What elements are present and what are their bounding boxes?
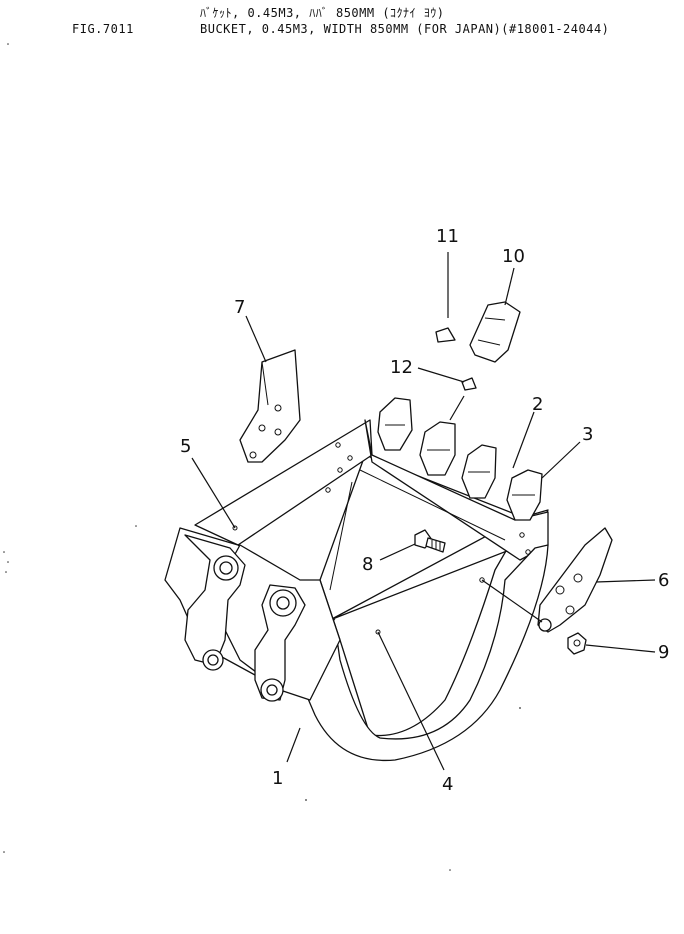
side-cutter-left bbox=[239, 349, 301, 463]
bolt bbox=[414, 529, 446, 553]
side-cutter-right bbox=[537, 527, 613, 633]
figure-number: FIG.7011 bbox=[72, 22, 134, 36]
tooth-adapters bbox=[377, 397, 543, 521]
leader-lines bbox=[191, 252, 656, 771]
callout-4: 4 bbox=[442, 774, 453, 795]
callout-3: 3 bbox=[582, 424, 593, 445]
callout-5: 5 bbox=[180, 436, 191, 457]
callout-1: 1 bbox=[272, 768, 283, 789]
nut bbox=[567, 632, 587, 655]
callout-7: 7 bbox=[234, 297, 245, 318]
bucket-body bbox=[164, 419, 549, 762]
callout-8: 8 bbox=[362, 554, 373, 575]
tooth-point bbox=[469, 301, 521, 363]
scan-specks bbox=[3, 43, 521, 871]
lock-pin bbox=[435, 327, 456, 343]
callout-11: 11 bbox=[436, 226, 459, 247]
rubber-lock bbox=[461, 377, 477, 391]
callout-2: 2 bbox=[532, 394, 543, 415]
callout-9: 9 bbox=[658, 642, 669, 663]
title-japanese: ﾊﾞｹｯﾄ, 0.45M3, ﾊﾊﾞ 850MM (ｺｸﾅｲ ﾖｳ) bbox=[200, 6, 445, 20]
callout-10: 10 bbox=[502, 246, 525, 267]
title-english: BUCKET, 0.45M3, WIDTH 850MM (FOR JAPAN)(… bbox=[200, 22, 610, 36]
callout-6: 6 bbox=[658, 570, 669, 591]
callout-12: 12 bbox=[390, 357, 413, 378]
